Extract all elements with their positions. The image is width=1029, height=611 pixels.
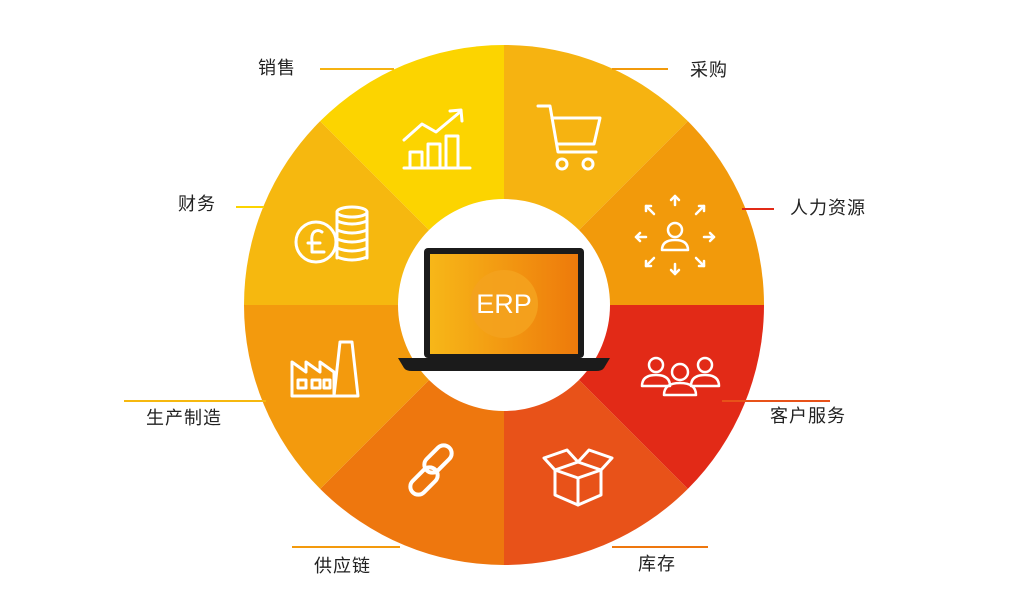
laptop-icon: ERP [398, 248, 610, 371]
leader-line-hr [742, 208, 774, 210]
segment-label-manufacturing: 生产制造 [146, 408, 222, 429]
segment-label-hr: 人力资源 [790, 198, 866, 219]
shopping-cart-icon [536, 104, 602, 171]
segment-label-purchase: 采购 [690, 60, 728, 81]
leader-line-sales [320, 68, 394, 70]
leader-line-manufacturing [124, 400, 266, 402]
segment-label-sales: 销售 [258, 58, 296, 79]
segment-label-supply-chain: 供应链 [314, 556, 371, 577]
segment-label-inventory: 库存 [638, 554, 676, 575]
open-box-icon [542, 448, 614, 507]
chain-link-icon [408, 443, 454, 497]
bar-chart-growth-icon [402, 108, 472, 170]
customer-group-icon [640, 356, 721, 397]
segment-label-customer-service: 客户服务 [770, 406, 846, 427]
factory-icon [290, 340, 360, 398]
leader-line-inventory [612, 546, 708, 548]
leader-line-finance [236, 206, 264, 208]
center-label: ERP [476, 289, 532, 319]
pound-coins-icon [294, 205, 369, 264]
leader-line-customer [722, 400, 830, 402]
leader-line-purchase [612, 68, 668, 70]
segment-label-finance: 财务 [178, 194, 216, 215]
people-network-icon [634, 194, 716, 276]
leader-line-supply [292, 546, 400, 548]
